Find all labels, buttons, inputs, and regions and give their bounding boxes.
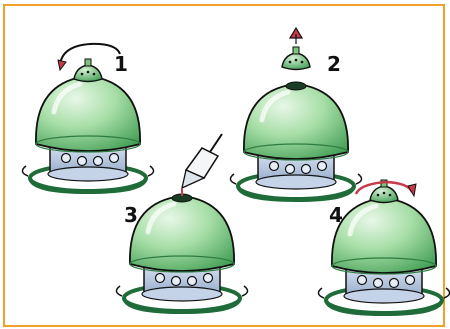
step-4-illustration	[318, 180, 449, 314]
seed-funnel-icon	[182, 134, 222, 196]
step-1-illustration	[22, 44, 153, 192]
step-3-number: 3	[124, 203, 138, 227]
step-2-illustration	[230, 28, 361, 200]
step-1-number: 1	[114, 52, 128, 76]
step-4-number: 4	[329, 203, 343, 227]
step-2-number: 2	[327, 52, 341, 76]
lift-arrow-icon	[290, 28, 302, 44]
